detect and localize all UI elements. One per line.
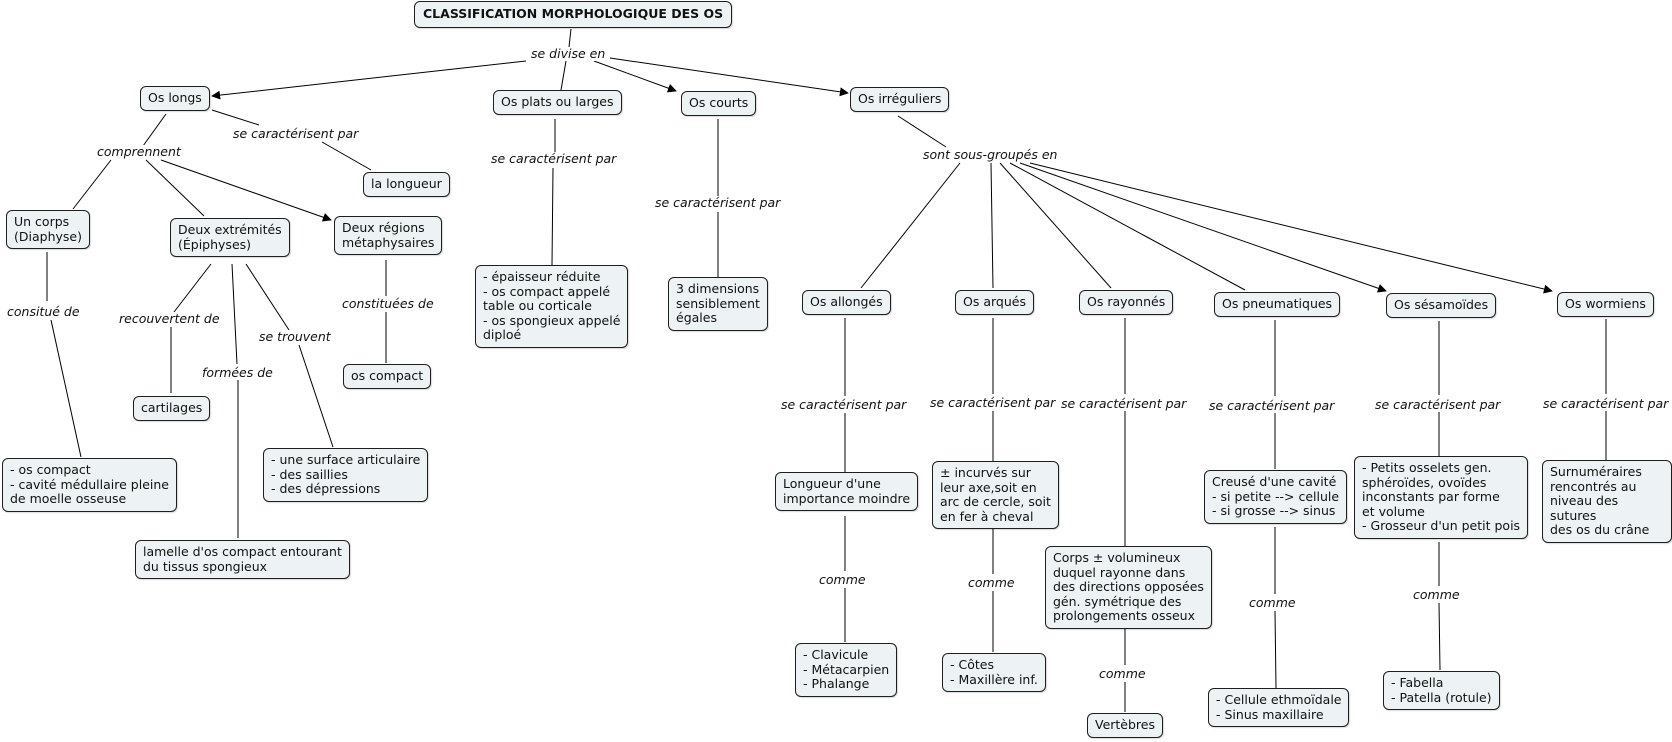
node-os-longs: Os longs xyxy=(140,86,210,111)
node-os-rayonnes: Os rayonnés xyxy=(1079,290,1174,315)
label-caract-plats: se caractérisent par xyxy=(489,151,619,166)
label-caract-pneumatiques: se caractérisent par xyxy=(1207,398,1337,413)
label-caract-courts: se caractérisent par xyxy=(653,195,783,210)
node-un-corps: Un corps (Diaphyse) xyxy=(6,210,90,249)
node-os-plats: Os plats ou larges xyxy=(493,90,622,115)
label-constituees-de: constituées de xyxy=(340,296,436,311)
node-os-sesamoides: Os sésamoïdes xyxy=(1386,293,1497,318)
node-allonges-ex: - Clavicule - Métacarpien - Phalange xyxy=(795,643,898,697)
label-caract-wormiens: se caractérisent par xyxy=(1541,396,1671,411)
label-caract-sesamoides: se caractérisent par xyxy=(1373,397,1503,412)
node-os-irreguliers: Os irréguliers xyxy=(850,87,950,112)
node-rayonnes-ex: Vertèbres xyxy=(1087,713,1164,738)
label-caract-longs: se caractérisent par xyxy=(231,126,361,141)
node-arques-desc: ± incurvés sur leur axe,soit en arc de c… xyxy=(932,461,1059,529)
node-os-courts: Os courts xyxy=(681,91,757,116)
label-caract-rayonnes: se caractérisent par xyxy=(1059,396,1189,411)
node-courts-desc: 3 dimensions sensiblement égales xyxy=(668,277,768,331)
label-comprennent: comprennent xyxy=(95,144,183,159)
label-sous-groupes: sont sous-groupés en xyxy=(921,147,1060,162)
node-deux-regions: Deux régions métaphysaires xyxy=(334,216,443,255)
node-rayonnes-desc: Corps ± volumineux duquel rayonne dans d… xyxy=(1045,546,1212,629)
label-comme-allonges: comme xyxy=(817,572,868,587)
node-la-longueur: la longueur xyxy=(363,172,450,197)
node-os-arques: Os arqués xyxy=(955,290,1034,315)
node-pneumatiques-desc: Creusé d'une cavité - si petite --> cell… xyxy=(1204,470,1348,524)
label-comme-rayonnes: comme xyxy=(1097,666,1148,681)
node-surface: - une surface articulaire - des saillies… xyxy=(263,448,429,502)
label-comme-pneumatiques: comme xyxy=(1247,595,1298,610)
label-se-trouvent: se trouvent xyxy=(257,329,333,344)
node-sesamoides-desc: - Petits osselets gen. sphéroïdes, ovoïd… xyxy=(1354,456,1529,539)
label-caract-allonges: se caractérisent par xyxy=(779,397,909,412)
node-os-wormiens: Os wormiens xyxy=(1557,292,1654,317)
label-formees-de: formées de xyxy=(200,365,275,380)
node-lamelle: lamelle d'os compact entourant du tissus… xyxy=(135,540,350,579)
label-constitue-de: consitué de xyxy=(5,304,82,319)
label-comme-sesamoides: comme xyxy=(1411,587,1462,602)
node-sesamoides-ex: - Fabella - Patella (rotule) xyxy=(1383,671,1500,710)
node-os-compact-region: os compact xyxy=(343,364,432,389)
node-deux-extremites: Deux extrémités (Épiphyses) xyxy=(170,218,290,257)
node-allonges-desc: Longueur d'une importance moindre xyxy=(775,472,919,511)
label-comme-arques: comme xyxy=(966,575,1017,590)
label-recouvertent-de: recouvertent de xyxy=(117,311,222,326)
node-os-compact-corps: - os compact - cavité médullaire pleine … xyxy=(2,458,177,512)
node-cartilages: cartilages xyxy=(133,396,211,421)
node-pneumatiques-ex: - Cellule ethmoïdale - Sinus maxillaire xyxy=(1208,688,1350,727)
node-os-allonges: Os allongés xyxy=(802,290,891,315)
node-os-pneumatiques: Os pneumatiques xyxy=(1214,292,1341,317)
label-caract-arques: se caractérisent par xyxy=(928,395,1058,410)
node-wormiens-desc: Surnuméraires rencontrés au niveau des s… xyxy=(1542,460,1672,543)
node-arques-ex: - Côtes - Maxillère inf. xyxy=(942,653,1046,692)
node-plats-desc: - épaisseur réduite - os compact appelé … xyxy=(475,265,629,348)
map-title: CLASSIFICATION MORPHOLOGIQUE DES OS xyxy=(414,1,733,28)
label-se-divise-en: se divise en xyxy=(529,46,608,61)
